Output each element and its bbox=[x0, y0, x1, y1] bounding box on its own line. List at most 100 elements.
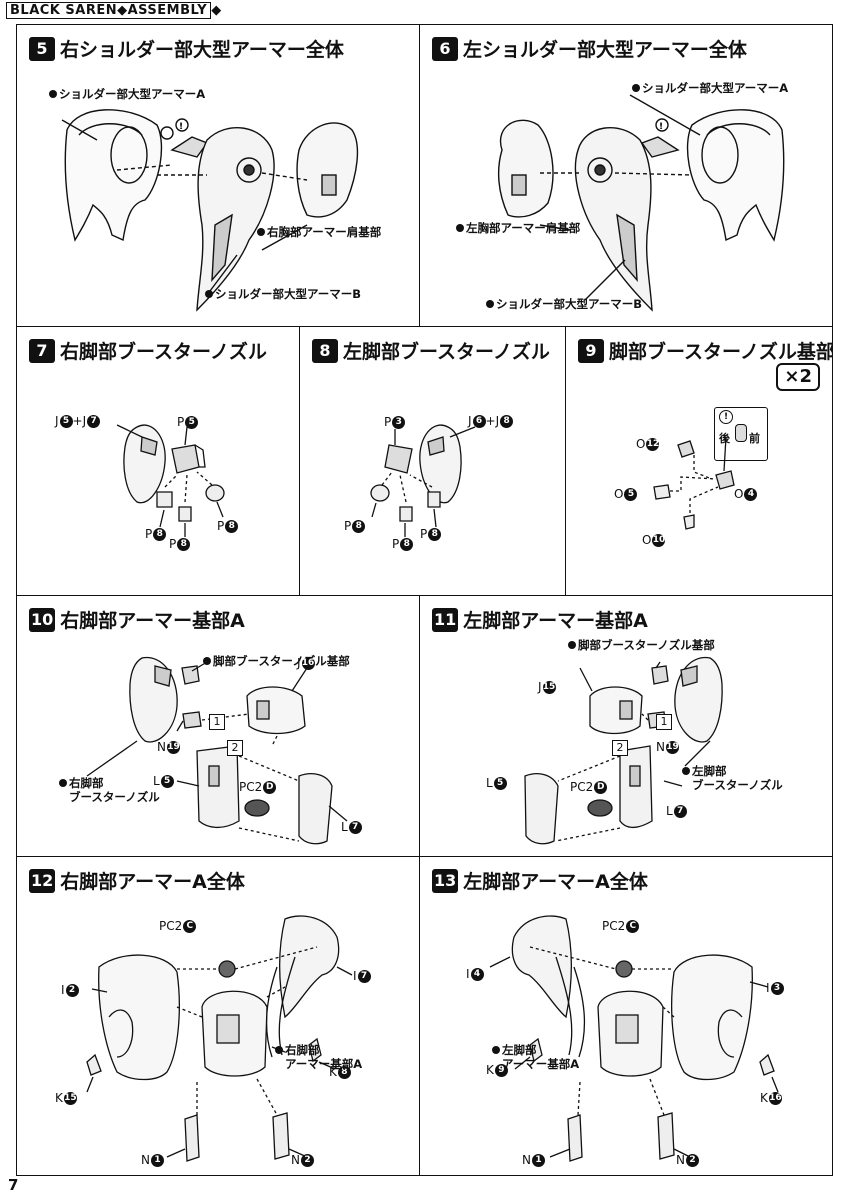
step-number: 13 bbox=[432, 868, 459, 893]
step-number: 7 bbox=[29, 338, 55, 363]
page-header: BLACK SAREN◆ASSEMBLY◆ bbox=[6, 2, 222, 24]
label-shoulder-armor-a: ショルダー部大型アーマーA bbox=[632, 81, 788, 95]
label-booster-base: 脚部ブースターノズル基部 bbox=[568, 638, 715, 652]
step-title: 6 左ショルダー部大型アーマー全体 bbox=[432, 35, 747, 62]
hint-front: 前 bbox=[749, 432, 760, 445]
step-11-illustration bbox=[524, 656, 723, 845]
label-shoulder-armor-b: ショルダー部大型アーマーB bbox=[205, 287, 361, 301]
step-number: 5 bbox=[29, 36, 55, 61]
part-label-o12: O12 bbox=[636, 437, 660, 451]
step-10-panel: 10 右脚部アーマー基部A 1 2 脚部ブースターノズル基部 bbox=[16, 595, 420, 857]
step-number: 10 bbox=[29, 607, 56, 632]
orientation-hint: ! 後 前 bbox=[714, 407, 768, 461]
step-title: 8 左脚部ブースターノズル bbox=[312, 337, 550, 364]
label-left-leg-booster: 左脚部ブースターノズル bbox=[682, 764, 783, 792]
step-title-text: 左ショルダー部大型アーマー全体 bbox=[463, 39, 747, 61]
label-shoulder-armor-a: ショルダー部大型アーマーA bbox=[49, 87, 205, 101]
header-diamond: ◆ bbox=[211, 3, 222, 18]
step-title: 12 右脚部アーマーA全体 bbox=[29, 867, 245, 894]
svg-text:!: ! bbox=[659, 122, 663, 132]
step-title-text: 左脚部アーマー基部A bbox=[463, 610, 648, 632]
label-right-leg-armor-base: 右脚部アーマー基部A bbox=[275, 1043, 362, 1071]
page-number: 7 bbox=[8, 1176, 19, 1194]
step-5-panel: 5 右ショルダー部大型アーマー全体 bbox=[16, 24, 420, 327]
step-9-illustration bbox=[653, 436, 735, 530]
substep-2: 2 bbox=[612, 740, 628, 756]
step-title: 5 右ショルダー部大型アーマー全体 bbox=[29, 35, 344, 62]
part-label-n19: N19 bbox=[157, 740, 180, 754]
label-chest-shoulder-base: 右胸部アーマー肩基部 bbox=[257, 225, 381, 239]
step-number: 12 bbox=[29, 868, 56, 893]
substep-1: 1 bbox=[656, 714, 672, 730]
step-8-illustration bbox=[370, 424, 476, 537]
step-number: 6 bbox=[432, 36, 458, 61]
step-title-text: 右脚部アーマー基部A bbox=[60, 610, 245, 632]
part-label-j16: J16 bbox=[297, 656, 315, 670]
multiplier-badge: ×2 bbox=[776, 363, 820, 391]
substep-2: 2 bbox=[227, 740, 243, 756]
label-right-leg-booster: 右脚部ブースターノズル bbox=[59, 776, 160, 804]
part-label-n19: N19 bbox=[656, 740, 679, 754]
step-6-panel: 6 左ショルダー部大型アーマー全体 ! ショルダー部大型アーマーA 左胸部アーマ… bbox=[419, 24, 833, 327]
header-title: BLACK SAREN◆ASSEMBLY bbox=[6, 2, 212, 19]
svg-text:!: ! bbox=[179, 122, 183, 132]
step-title-text: 左脚部ブースターノズル bbox=[343, 341, 550, 363]
step-5-illustration: ! bbox=[61, 109, 359, 312]
step-title-text: 右脚部アーマーA全体 bbox=[60, 871, 245, 893]
hint-back: 後 bbox=[719, 432, 730, 445]
step-10-illustration bbox=[86, 656, 348, 845]
step-13-illustration bbox=[489, 915, 779, 1162]
step-title-text: 右脚部ブースターノズル bbox=[60, 341, 267, 363]
label-left-leg-armor-base: 左脚部アーマー基部A bbox=[492, 1043, 579, 1071]
label-chest-shoulder-base: 左胸部アーマー肩基部 bbox=[456, 221, 580, 235]
part-label-k16: K16 bbox=[760, 1091, 782, 1105]
step-title-text: 右ショルダー部大型アーマー全体 bbox=[60, 39, 344, 61]
part-label-o10: O10 bbox=[642, 533, 666, 547]
part-label-k15: K15 bbox=[55, 1091, 77, 1105]
label-booster-base: 脚部ブースターノズル基部 bbox=[203, 654, 350, 668]
step-title-text: 脚部ブースターノズル基部 bbox=[609, 341, 833, 363]
label-shoulder-armor-b: ショルダー部大型アーマーB bbox=[486, 297, 642, 311]
substep-1: 1 bbox=[209, 714, 225, 730]
step-number: 8 bbox=[312, 338, 338, 363]
step-title: 9 脚部ブースターノズル基部 bbox=[578, 337, 833, 364]
step-title: 7 右脚部ブースターノズル bbox=[29, 337, 267, 364]
step-11-panel: 11 左脚部アーマー基部A 1 2 脚部ブースターノズル基部 左脚部ブースターノ… bbox=[419, 595, 833, 857]
step-12-panel: 12 右脚部アーマーA全体 bbox=[16, 856, 420, 1176]
step-number: 9 bbox=[578, 338, 604, 363]
step-title: 13 左脚部アーマーA全体 bbox=[432, 867, 648, 894]
step-13-panel: 13 左脚部アーマーA全体 bbox=[419, 856, 833, 1176]
step-7-illustration bbox=[116, 424, 225, 537]
step-title: 11 左脚部アーマー基部A bbox=[432, 606, 648, 633]
